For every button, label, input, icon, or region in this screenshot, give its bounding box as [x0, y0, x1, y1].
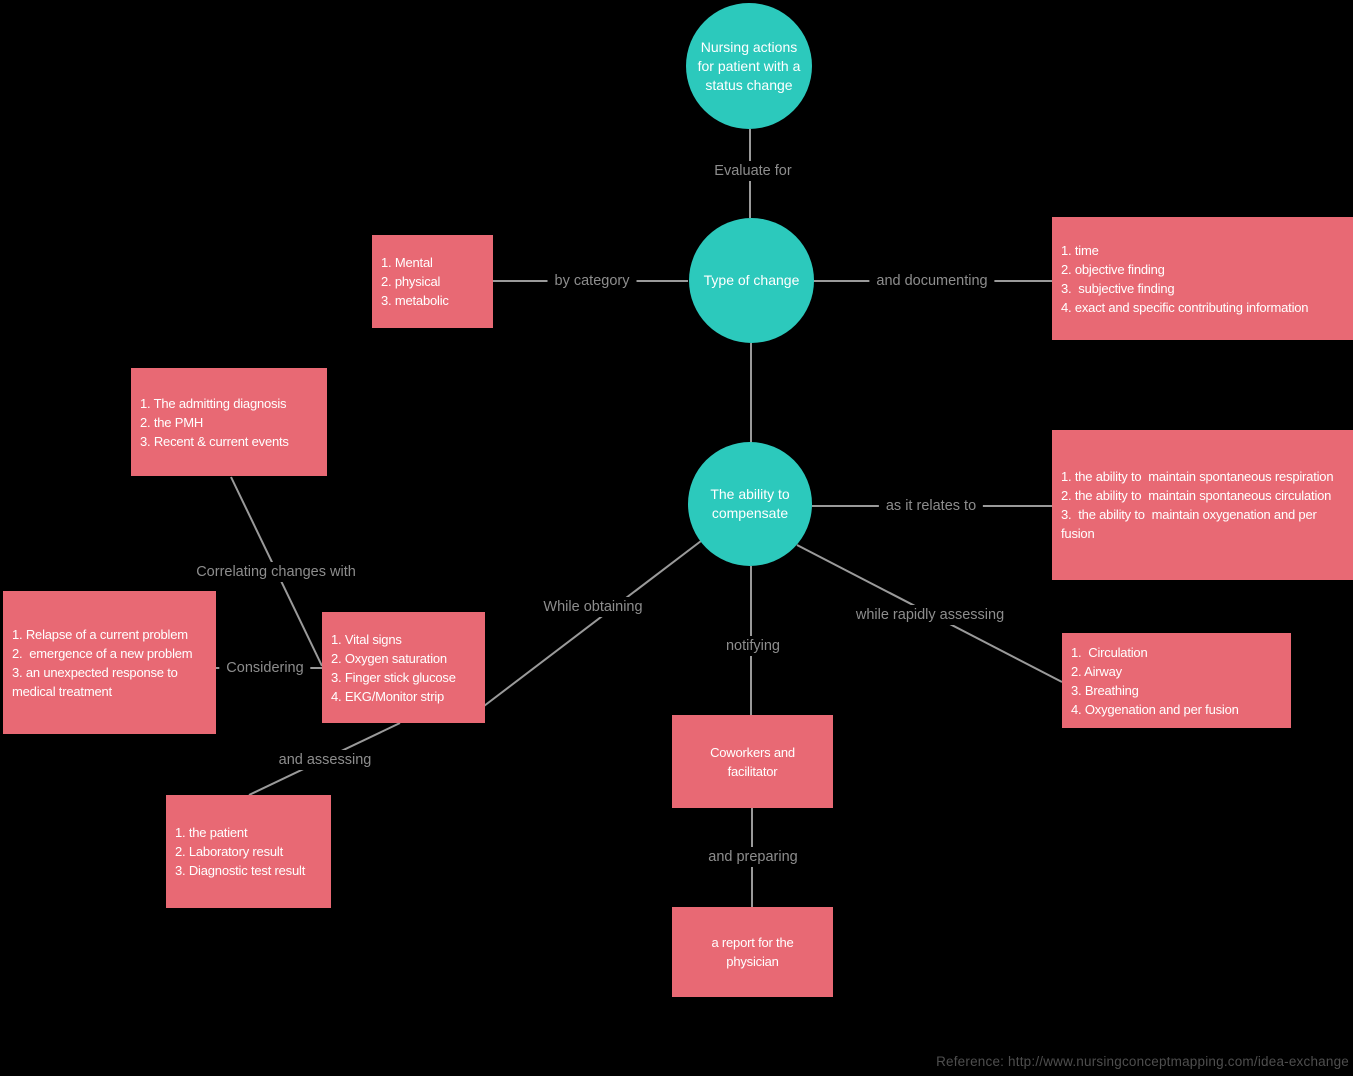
box-text: 1. Mental 2. physical 3. metabolic	[381, 255, 449, 308]
box-text: 1. Relapse of a current problem 2. emerg…	[12, 626, 193, 699]
box-change-categories: 1. Mental 2. physical 3. metabolic	[372, 235, 493, 328]
edge-label-evaluate-for: Evaluate for	[707, 161, 799, 181]
node-label: The ability to compensate	[710, 486, 790, 521]
box-text: Coworkers and facilitator	[710, 744, 795, 779]
edge-label-and-assessing: and assessing	[271, 750, 379, 770]
edge-label-while-obtaining: While obtaining	[536, 597, 650, 617]
edge-label-and-preparing: and preparing	[701, 847, 805, 867]
edge-label-and-documenting: and documenting	[869, 271, 995, 291]
reference-link: Reference: http://www.nursingconceptmapp…	[936, 1054, 1349, 1069]
node-type-of-change: Type of change	[689, 218, 814, 343]
edge-label-by-category: by category	[547, 271, 637, 291]
box-vital-measurements: 1. Vital signs 2. Oxygen saturation 3. F…	[322, 612, 485, 723]
box-text: 1. Circulation 2. Airway 3. Breathing 4.…	[1071, 644, 1239, 717]
box-text: 1. The admitting diagnosis 2. the PMH 3.…	[140, 395, 289, 449]
box-text: a report for the physician	[711, 935, 794, 969]
connector	[483, 540, 702, 707]
box-documentation-items: 1. time 2. objective finding 3. subjecti…	[1052, 217, 1353, 340]
box-text: 1. the ability to maintain spontaneous r…	[1061, 469, 1334, 541]
box-text: 1. time 2. objective finding 3. subjecti…	[1061, 242, 1309, 315]
node-nursing-actions: Nursing actions for patient with a statu…	[686, 3, 812, 129]
box-text: 1. the patient 2. Laboratory result 3. D…	[175, 825, 306, 878]
box-text: 1. Vital signs 2. Oxygen saturation 3. F…	[331, 631, 456, 704]
edge-label-correlating-changes-with: Correlating changes with	[189, 562, 363, 582]
edge-label-while-rapidly-assessing: while rapidly assessing	[848, 605, 1012, 625]
box-patient-history: 1. The admitting diagnosis 2. the PMH 3.…	[131, 368, 327, 476]
box-physician-report: a report for the physician	[672, 907, 833, 997]
box-problem-types: 1. Relapse of a current problem 2. emerg…	[3, 591, 216, 734]
node-label: Nursing actions for patient with a statu…	[697, 38, 801, 93]
box-coworkers: Coworkers and facilitator	[672, 715, 833, 808]
box-rapid-assessment-items: 1. Circulation 2. Airway 3. Breathing 4.…	[1062, 633, 1291, 728]
box-assessment-sources: 1. the patient 2. Laboratory result 3. D…	[166, 795, 331, 908]
edge-label-as-it-relates-to: as it relates to	[878, 496, 984, 516]
node-label: Type of change	[703, 272, 800, 288]
edge-label-considering: Considering	[219, 658, 311, 678]
edge-label-notifying: notifying	[718, 636, 788, 656]
node-ability-to-compensate: The ability to compensate	[688, 442, 812, 566]
box-compensation-abilities: 1. the ability to maintain spontaneous r…	[1052, 430, 1353, 580]
